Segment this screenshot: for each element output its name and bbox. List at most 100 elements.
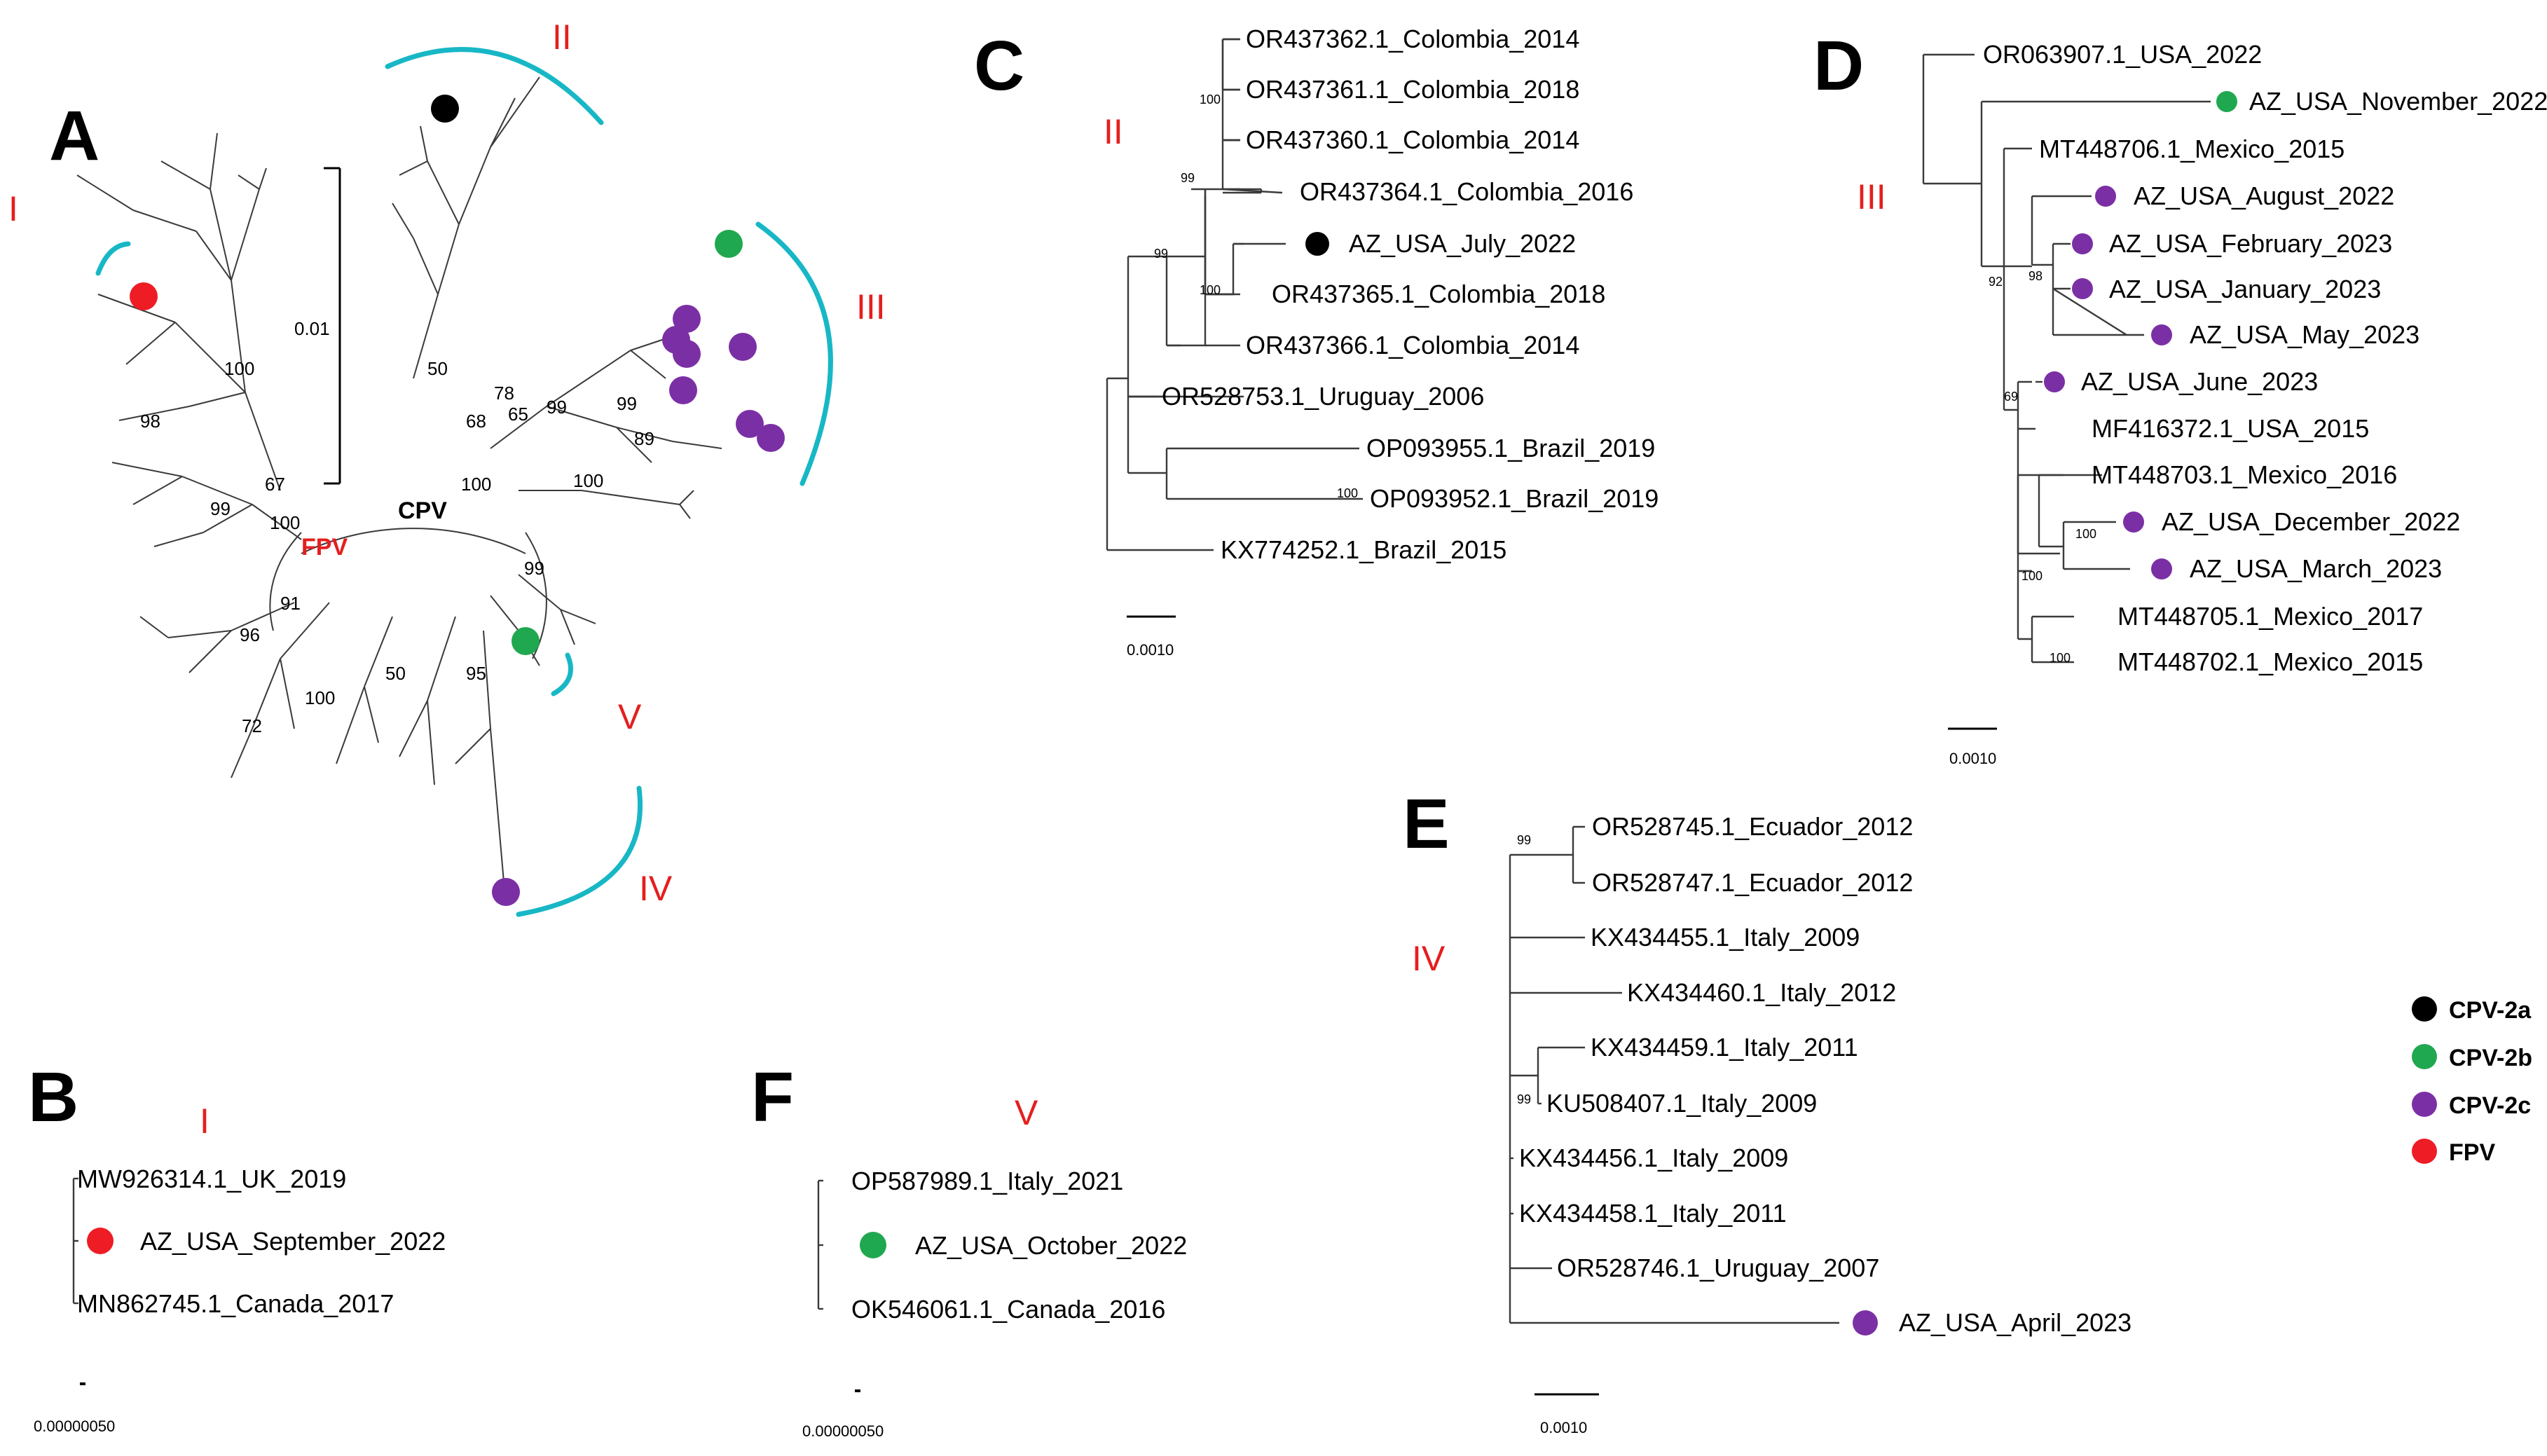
panel-d-scale-label: 0.0010 xyxy=(1949,750,1996,767)
a-bootstrap: 96 xyxy=(240,624,260,645)
panel-d-taxon: MT448702.1_Mexico_2015 xyxy=(2117,647,2423,676)
panel-c-bootstrap: 99 xyxy=(1154,247,1168,261)
panel-e-taxon: KU508407.1_Italy_2009 xyxy=(1546,1089,1817,1118)
panel-c-taxon: OR437364.1_Colombia_2016 xyxy=(1300,177,1633,206)
panel-e-tree xyxy=(1509,825,1839,1324)
dot-cpv2a xyxy=(431,95,459,123)
legend-label-cpv2b: CPV-2b xyxy=(2449,1045,2532,1071)
legend-swatch-cpv2a xyxy=(2412,996,2437,1022)
panel-c-taxon: OR528753.1_Uruguay_2006 xyxy=(1162,382,1484,411)
panel-b-scale-label: 0.00000050 xyxy=(34,1417,115,1435)
panel-d-clade: III xyxy=(1857,177,1886,217)
panel-e: E IV OR528745.1_Ecuador_2012 OR528747.1_… xyxy=(1403,785,2131,1436)
panel-c-taxon: OR437360.1_Colombia_2014 xyxy=(1246,125,1579,154)
panel-a: A I II III IV V xyxy=(8,18,886,917)
panel-e-taxon: KX434459.1_Italy_2011 xyxy=(1591,1033,1858,1062)
panel-d-cpv2c-dot xyxy=(2095,186,2116,207)
panel-d-taxon: AZ_USA_January_2023 xyxy=(2109,275,2381,303)
a-bootstrap: 50 xyxy=(427,358,448,379)
panel-c-clade: II xyxy=(1104,112,1123,151)
fpv-label: FPV xyxy=(301,534,348,561)
panel-d-cpv2c-dot xyxy=(2151,324,2172,345)
panel-d-taxon: MF416372.1_USA_2015 xyxy=(2092,414,2369,443)
dot-cpv2c xyxy=(736,410,764,438)
a-bootstrap: 98 xyxy=(140,411,160,432)
panel-b-clade: I xyxy=(200,1101,210,1141)
panel-d-tree xyxy=(1922,53,2211,664)
clade-arc-2 xyxy=(385,47,604,125)
panel-d-taxon: AZ_USA_March_2023 xyxy=(2190,554,2442,583)
panel-d-cpv2c-dot xyxy=(2072,278,2093,299)
panel-f-letter: F xyxy=(751,1058,794,1136)
a-bootstrap: 100 xyxy=(461,474,491,495)
panel-a-clade-3: III xyxy=(856,287,886,327)
cpv-label: CPV xyxy=(398,497,447,524)
a-bootstrap: 100 xyxy=(224,358,254,379)
panel-e-taxon: KX434460.1_Italy_2012 xyxy=(1627,978,1896,1007)
dot-cpv2c xyxy=(757,424,785,452)
panel-d-taxon: AZ_USA_November_2022 xyxy=(2249,87,2547,116)
panel-b-taxon: AZ_USA_September_2022 xyxy=(140,1227,446,1256)
panel-d-cpv2c-dot xyxy=(2123,511,2144,533)
panel-b-taxon: MW926314.1_UK_2019 xyxy=(77,1165,346,1193)
clade-arc-5 xyxy=(551,652,573,696)
panel-e-bootstrap: 99 xyxy=(1517,1092,1531,1106)
panel-a-clade-4: IV xyxy=(639,869,673,908)
panel-e-scale-label: 0.0010 xyxy=(1540,1419,1587,1436)
a-bootstrap: 67 xyxy=(265,474,285,495)
panel-f-taxon: AZ_USA_October_2022 xyxy=(915,1231,1187,1260)
panel-e-letter: E xyxy=(1403,785,1450,863)
panel-c-taxon: KX774252.1_Brazil_2015 xyxy=(1221,535,1506,564)
a-bootstrap: 68 xyxy=(466,411,486,432)
panel-a-clade-2: II xyxy=(552,18,572,57)
panel-c-tips xyxy=(1128,38,1283,398)
legend-label-cpv2a: CPV-2a xyxy=(2449,997,2532,1024)
panel-e-taxon: KX434455.1_Italy_2009 xyxy=(1591,923,1860,952)
legend-swatch-cpv2b xyxy=(2412,1044,2437,1069)
panel-c-bootstrap: 99 xyxy=(1181,171,1195,185)
panel-f-tree xyxy=(817,1179,823,1310)
dot-cpv2c xyxy=(669,376,697,404)
panel-e-cpv2c-dot xyxy=(1853,1310,1878,1335)
panel-d-cpv2c-dot xyxy=(2044,371,2065,392)
legend-swatch-cpv2c xyxy=(2412,1092,2437,1117)
panel-c-bootstrap: 100 xyxy=(1337,486,1358,500)
panel-f-taxon: OK546061.1_Canada_2016 xyxy=(851,1295,1165,1324)
a-bootstrap: 91 xyxy=(280,593,301,614)
panel-d-taxon: AZ_USA_May_2023 xyxy=(2190,320,2419,349)
panel-d-letter: D xyxy=(1813,27,1864,105)
panel-d-taxon: AZ_USA_June_2023 xyxy=(2081,367,2318,396)
a-bootstrap: 100 xyxy=(573,470,603,491)
panel-d-cpv2c-dot xyxy=(2151,558,2172,579)
legend: CPV-2a CPV-2b CPV-2c FPV xyxy=(2412,996,2532,1166)
panel-c-bootstrap: 100 xyxy=(1200,92,1221,107)
panel-e-bootstrap: 99 xyxy=(1517,833,1531,847)
panel-e-taxon: KX434456.1_Italy_2009 xyxy=(1519,1143,1788,1172)
a-bootstrap: 72 xyxy=(242,715,262,736)
panel-f-taxon: OP587989.1_Italy_2021 xyxy=(851,1167,1123,1195)
panel-e-clade: IV xyxy=(1412,939,1446,978)
panel-d-cpv2b-dot xyxy=(2216,91,2237,112)
a-bootstrap: 89 xyxy=(634,428,654,449)
a-bootstrap: 65 xyxy=(508,404,528,425)
dot-cpv2c xyxy=(673,340,701,368)
panel-c-taxon: OR437365.1_Colombia_2018 xyxy=(1272,280,1605,308)
panel-d-taxon: AZ_USA_December_2022 xyxy=(2162,507,2460,536)
panel-f-scale-label: 0.00000050 xyxy=(802,1422,884,1440)
a-bootstrap: 99 xyxy=(524,558,544,579)
legend-label-cpv2c: CPV-2c xyxy=(2449,1092,2531,1119)
panel-c-taxon: OR437362.1_Colombia_2014 xyxy=(1246,25,1579,53)
panel-c-bootstrap: 100 xyxy=(1200,283,1221,297)
panel-e-taxon: OR528745.1_Ecuador_2012 xyxy=(1592,812,1913,841)
panel-a-bootstraps: 100 99 100 91 67 78 99 68 100 65 99 99 8… xyxy=(140,358,654,736)
panel-d-bootstrap: 98 xyxy=(2028,269,2043,283)
panel-d-taxon: AZ_USA_February_2023 xyxy=(2109,229,2392,258)
panel-d-taxon: MT448706.1_Mexico_2015 xyxy=(2039,135,2345,163)
panel-c-taxon: AZ_USA_July_2022 xyxy=(1349,229,1576,258)
panel-c-cpv2a-dot xyxy=(1305,232,1329,256)
panel-b-fpv-dot xyxy=(87,1228,114,1254)
panel-a-clade-1: I xyxy=(8,189,18,228)
panel-b: B I MW926314.1_UK_2019 AZ_USA_September_… xyxy=(28,1058,446,1435)
panel-b-letter: B xyxy=(28,1058,78,1136)
panel-d-bootstrap: 100 xyxy=(2050,651,2071,665)
